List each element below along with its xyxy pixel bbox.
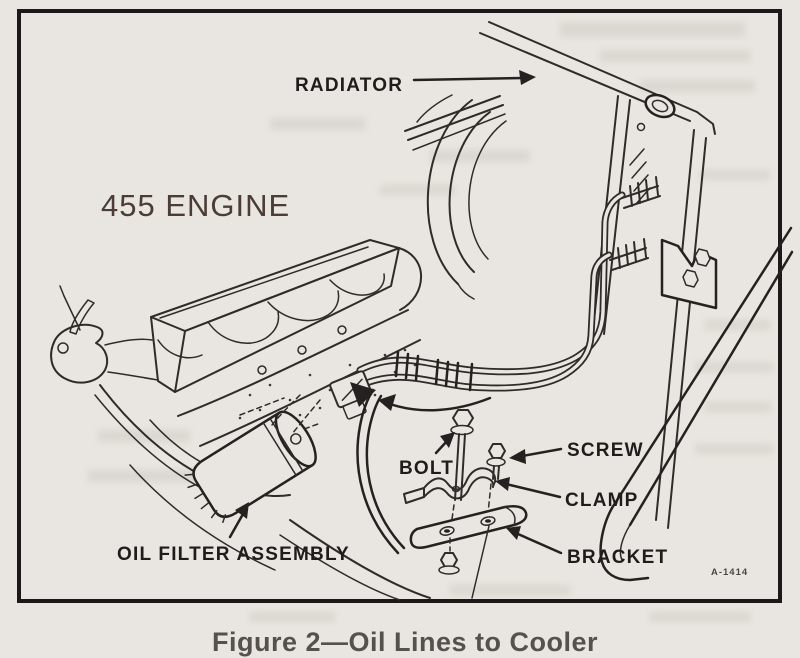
filter-line-dashed: [271, 394, 301, 426]
clamp-location-arrow-small: [378, 394, 492, 412]
screw-label: SCREW: [567, 440, 644, 461]
bracket-part: [409, 505, 528, 599]
oil-filter-label: OIL FILTER ASSEMBLY: [117, 544, 350, 565]
radiator-leader-arrow: [412, 70, 536, 85]
ghost-bleedthrough: [88, 22, 773, 622]
nut-part: [438, 537, 460, 575]
callouts: RADIATOR 455 ENGINE OIL FILTER ASSEMBLY …: [101, 70, 748, 578]
engine-label: 455 ENGINE: [101, 188, 290, 223]
drawing-code: A-1414: [711, 567, 748, 578]
clamp-leader-line: [495, 477, 562, 499]
hardware-exploded-view: [403, 409, 528, 599]
figure-border-frame: [17, 9, 782, 603]
line-union-fittings: [394, 350, 474, 392]
bolt-leader-arrow: [434, 432, 455, 455]
radiator-drawing: [404, 21, 794, 582]
oil-filter-drawing: [184, 410, 317, 524]
bracket-label: BRACKET: [567, 547, 668, 568]
screw-leader-arrow: [509, 447, 563, 464]
clamp-location-arrow-large: [350, 382, 406, 555]
oil-filter-leader-arrow: [228, 502, 249, 539]
bracket-leader-arrow: [506, 526, 563, 555]
filter-base-serrations: [184, 473, 227, 524]
radiator-label: RADIATOR: [295, 75, 403, 96]
filter-line-dashed-2: [291, 399, 321, 435]
clamp-part: [403, 467, 497, 504]
radiator-line-fitting-upper: [621, 176, 661, 209]
bolt-label: BOLT: [399, 458, 454, 479]
figure-caption: Figure 2—Oil Lines to Cooler: [212, 627, 598, 657]
oil-lines-drawing: [329, 176, 661, 420]
clamp-label: CLAMP: [565, 490, 639, 511]
radiator-line-fitting-lower: [609, 238, 649, 271]
fan-shroud-arcs: [416, 94, 507, 300]
